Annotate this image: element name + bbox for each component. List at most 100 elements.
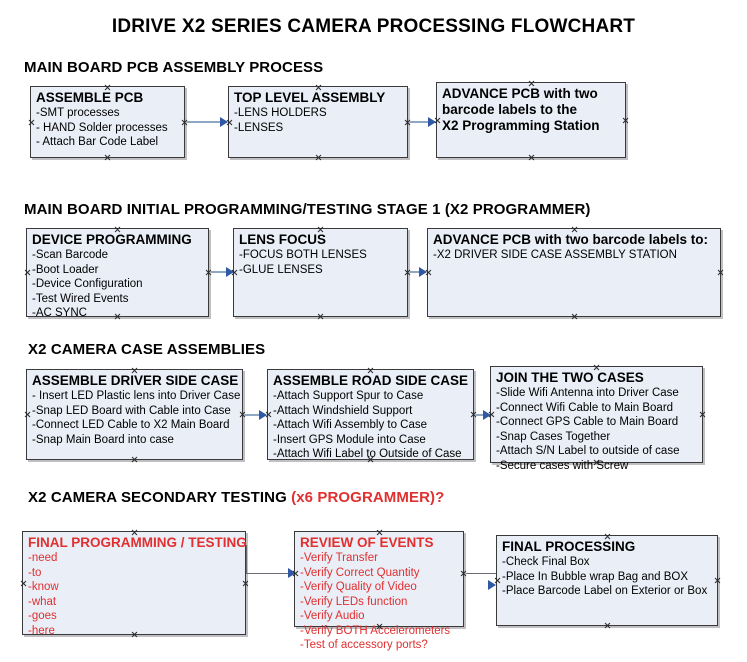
node-line: -Verify Correct Quantity [300,566,420,579]
node-advance-pcb-programming-station[interactable]: ADVANCE PCB with two barcode labels to t… [436,82,626,158]
node-title: LENS FOCUS [239,232,327,247]
node-line: -Attach Wifi Assembly to Case [273,419,428,431]
section-heading-text: MAIN BOARD PCB ASSEMBLY PROCESS [24,59,324,76]
section-heading-text: X2 CAMERA SECONDARY TESTING [28,489,292,506]
connector-driver-case-to-road-case [245,414,266,416]
arrowhead-final-processing [488,580,496,590]
anchor-handle-right [699,411,706,418]
node-line: -GLUE LENSES [239,263,323,276]
node-line: -Secure cases with Screw [496,459,629,472]
section-heading-main-board-initial-programming: MAIN BOARD INITIAL PROGRAMMING/TESTING S… [24,201,591,218]
node-title: ASSEMBLE PCB [36,90,144,105]
node-line: -Attach Support Spur to Case [273,390,424,402]
node-line: -Place Barcode Label on Exterior or Box [502,585,708,597]
node-title: REVIEW OF EVENTS [300,535,434,550]
node-line: -Device Configuration [32,278,143,290]
node-line: -Scan Barcode [32,249,109,261]
anchor-handle-right [622,117,629,124]
node-title: TOP LEVEL ASSEMBLY [234,90,386,105]
node-title-line3: X2 Programming Station [442,118,600,133]
node-final-processing[interactable]: FINAL PROCESSING -Check Final Box -Place… [496,535,718,626]
node-line: -what [28,595,57,608]
node-line: -Verify Quality of Video [300,581,417,593]
section-heading-text: X2 CAMERA CASE ASSEMBLIES [28,341,266,358]
node-assemble-road-side-case[interactable]: ASSEMBLE ROAD SIDE CASE -Attach Support … [267,369,474,460]
node-line: -LENSES [234,121,284,134]
node-advance-pcb-driver-side-case[interactable]: ADVANCE PCB with two barcode labels to: … [427,228,721,317]
node-line: -Verify Transfer [300,552,378,564]
anchor-handle-bottom [315,154,322,161]
section-heading-x2-camera-case-assemblies: X2 CAMERA CASE ASSEMBLIES [28,341,265,358]
node-title: FINAL PROCESSING [502,539,636,554]
connector-top-level-to-advance-pcb [410,121,435,123]
node-title: FINAL PROGRAMMING / TESTING [28,535,247,550]
anchor-handle-left [24,411,31,418]
node-line: -Boot Loader [32,263,99,276]
node-line: -Snap Main Board into case [32,433,174,446]
node-device-programming[interactable]: DEVICE PROGRAMMING -Scan Barcode -Boot L… [26,228,209,319]
node-line: -Attach Windshield Support [273,404,413,417]
node-title: ADVANCE PCB with two [442,86,598,101]
node-title: ASSEMBLE ROAD SIDE CASE [273,373,469,388]
anchor-handle-bottom [131,456,138,463]
anchor-handle-right [717,269,724,276]
node-title: ASSEMBLE DRIVER SIDE CASE [32,373,239,388]
node-line: -Slide Wifi Antenna into Driver Case [496,387,679,399]
connector-lens-focus-to-advance-pcb [410,271,426,273]
node-line: -here [28,624,55,637]
node-title: ADVANCE PCB with two barcode labels to: [433,232,709,247]
node-line: -Connect Wifi Cable to Main Board [496,401,674,414]
node-line: -Snap LED Board with Cable into Case [32,404,231,417]
node-line: -X2 DRIVER SIDE CASE ASSEMBLY STATION [433,249,677,261]
anchor-handle-left [20,580,27,587]
anchor-handle-bottom [317,313,324,320]
node-line: -Place In Bubble wrap Bag and BOX [502,570,689,583]
connector-final-programming-to-review-horizontal [246,573,294,574]
node-line: -goes [28,610,57,622]
connector-review-to-final-processing-horizontal [466,573,496,574]
node-line: - Attach Bar Code Label [36,136,159,148]
anchor-handle-bottom [528,154,535,161]
node-line: -Snap Cases Together [496,430,611,443]
node-line: -Check Final Box [502,556,590,568]
node-line-overflow: -Test of accessory ports? [300,639,428,651]
node-assemble-driver-side-case[interactable]: ASSEMBLE DRIVER SIDE CASE - Insert LED P… [26,369,243,460]
anchor-handle-bottom [104,154,111,161]
node-line: -know [28,581,59,593]
anchor-handle-bottom [604,622,611,629]
node-line: -SMT processes [36,107,120,119]
arrowhead-review-of-events [288,568,296,578]
node-top-level-assembly[interactable]: TOP LEVEL ASSEMBLY -LENS HOLDERS -LENSES [228,86,408,158]
node-line: -to [28,566,42,579]
connector-assemble-pcb-to-top-level [187,121,227,123]
node-line: -Insert GPS Module into Case [273,433,426,446]
connector-device-programming-to-lens-focus [211,271,233,273]
node-line: -FOCUS BOTH LENSES [239,249,367,261]
node-line: -Verify Audio [300,610,365,622]
section-heading-accent: (x6 PROGRAMMER)? [291,489,445,506]
node-line: - HAND Solder processes [36,121,168,134]
node-line: -AC SYNC [32,307,87,319]
connector-road-case-to-join-cases [476,414,490,416]
node-line: -LENS HOLDERS [234,107,327,119]
node-line: -Test Wired Events [32,292,129,305]
node-final-programming-testing[interactable]: FINAL PROGRAMMING / TESTING -need -to -k… [20,531,249,637]
node-line: -Attach S/N Label to outside of case [496,445,680,457]
node-title-line2: barcode labels to the [442,102,578,117]
node-assemble-pcb[interactable]: ASSEMBLE PCB -SMT processes - HAND Solde… [30,86,185,158]
anchor-handle-right [242,580,249,587]
anchor-handle-right [714,577,721,584]
section-heading-main-board-pcb-assembly: MAIN BOARD PCB ASSEMBLY PROCESS [24,59,323,76]
anchor-handle-left [28,119,35,126]
connector-final-programming-to-review-vertical [246,545,247,573]
node-line: -Verify LEDs function [300,595,408,608]
node-line: -Verify BOTH Accelerometers [300,624,451,637]
node-lens-focus[interactable]: LENS FOCUS -FOCUS BOTH LENSES -GLUE LENS… [233,228,408,317]
node-join-the-two-cases[interactable]: JOIN THE TWO CASES -Slide Wifi Antenna i… [490,366,706,472]
section-heading-text: MAIN BOARD INITIAL PROGRAMMING/TESTING S… [24,201,591,218]
node-review-of-events[interactable]: REVIEW OF EVENTS -Verify Transfer -Verif… [294,531,464,651]
node-line: -Connect LED Cable to X2 Main Board [32,419,230,431]
anchor-handle-bottom [571,313,578,320]
node-title: DEVICE PROGRAMMING [32,232,192,247]
